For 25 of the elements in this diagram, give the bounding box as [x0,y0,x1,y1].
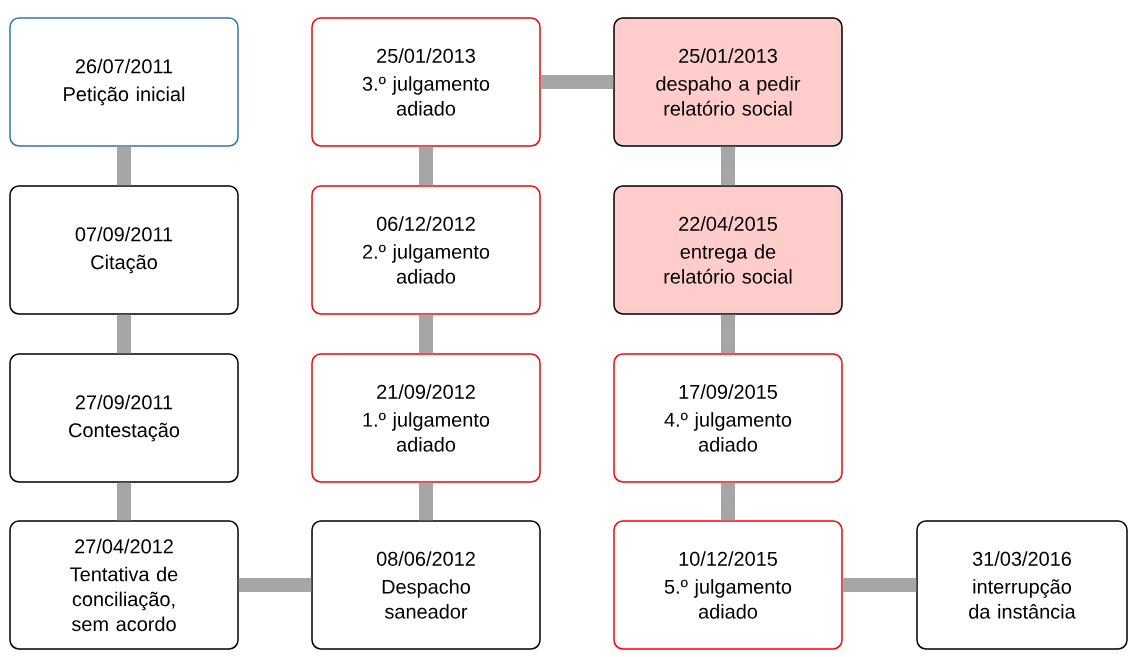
connector-bar [721,146,735,186]
event-box: 06/12/2012 2.º julgamento adiado [311,185,541,315]
event-box: 25/01/2013 despaho a pedir relatório social [613,17,843,147]
connector-bar [419,314,433,354]
connector-bar [419,482,433,521]
connector-bar [117,314,131,354]
event-box: 31/03/2016 interrupção da instância [916,520,1128,650]
event-box: 08/06/2012 Despacho saneador [311,520,541,650]
connector-bar [842,578,917,592]
event-box: 27/09/2011 Contestação [9,353,239,483]
event-box: 10/12/2015 5.º julgamento adiado [613,520,843,650]
connector-bar [117,482,131,521]
event-box: 27/04/2012 Tentativa de conciliação, sem acordo [9,520,239,650]
event-box: 25/01/2013 3.º julgamento adiado [311,17,541,147]
event-box: 07/09/2011 Citação [9,185,239,315]
connector-bar [540,75,614,89]
connector-bar [117,146,131,186]
connector-bar [721,482,735,521]
connector-bar [721,314,735,354]
connector-bar [419,146,433,186]
event-box: 22/04/2015 entrega de relatório social [613,185,843,315]
event-box: 26/07/2011 Petição inicial [9,17,239,147]
connector-bar [238,578,312,592]
event-box: 21/09/2012 1.º julgamento adiado [311,353,541,483]
event-box: 17/09/2015 4.º julgamento adiado [613,353,843,483]
